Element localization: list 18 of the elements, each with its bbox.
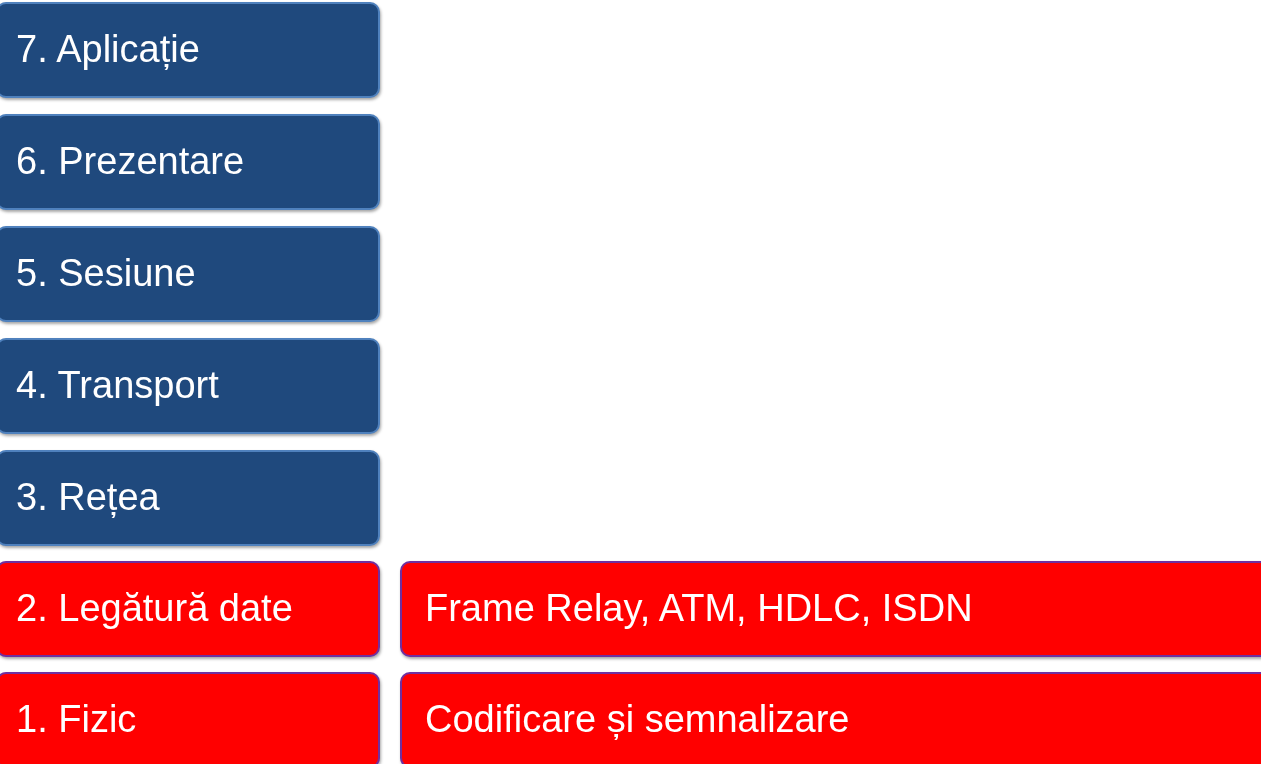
layer-label: 1. Fizic xyxy=(16,699,137,741)
layer-label: 4. Transport xyxy=(16,365,219,407)
layer-box xyxy=(0,226,380,322)
layer-box xyxy=(0,338,380,434)
layer-label: 7. Aplicație xyxy=(16,29,200,71)
layer-box xyxy=(0,114,380,210)
layer-label: Frame Relay, ATM, HDLC, ISDN xyxy=(425,588,973,630)
layer-box xyxy=(0,2,380,98)
layer-box xyxy=(400,672,1261,764)
layer-label: 2. Legătură date xyxy=(16,588,293,630)
layer-box xyxy=(400,561,1261,657)
layer-box xyxy=(0,450,380,546)
layer-label: Codificare și semnalizare xyxy=(425,699,850,741)
layer-label: 5. Sesiune xyxy=(16,253,196,295)
layer-label: 6. Prezentare xyxy=(16,141,245,183)
layer-box xyxy=(0,561,380,657)
layer-box xyxy=(0,672,380,764)
layer-label: 3. Rețea xyxy=(16,477,160,519)
